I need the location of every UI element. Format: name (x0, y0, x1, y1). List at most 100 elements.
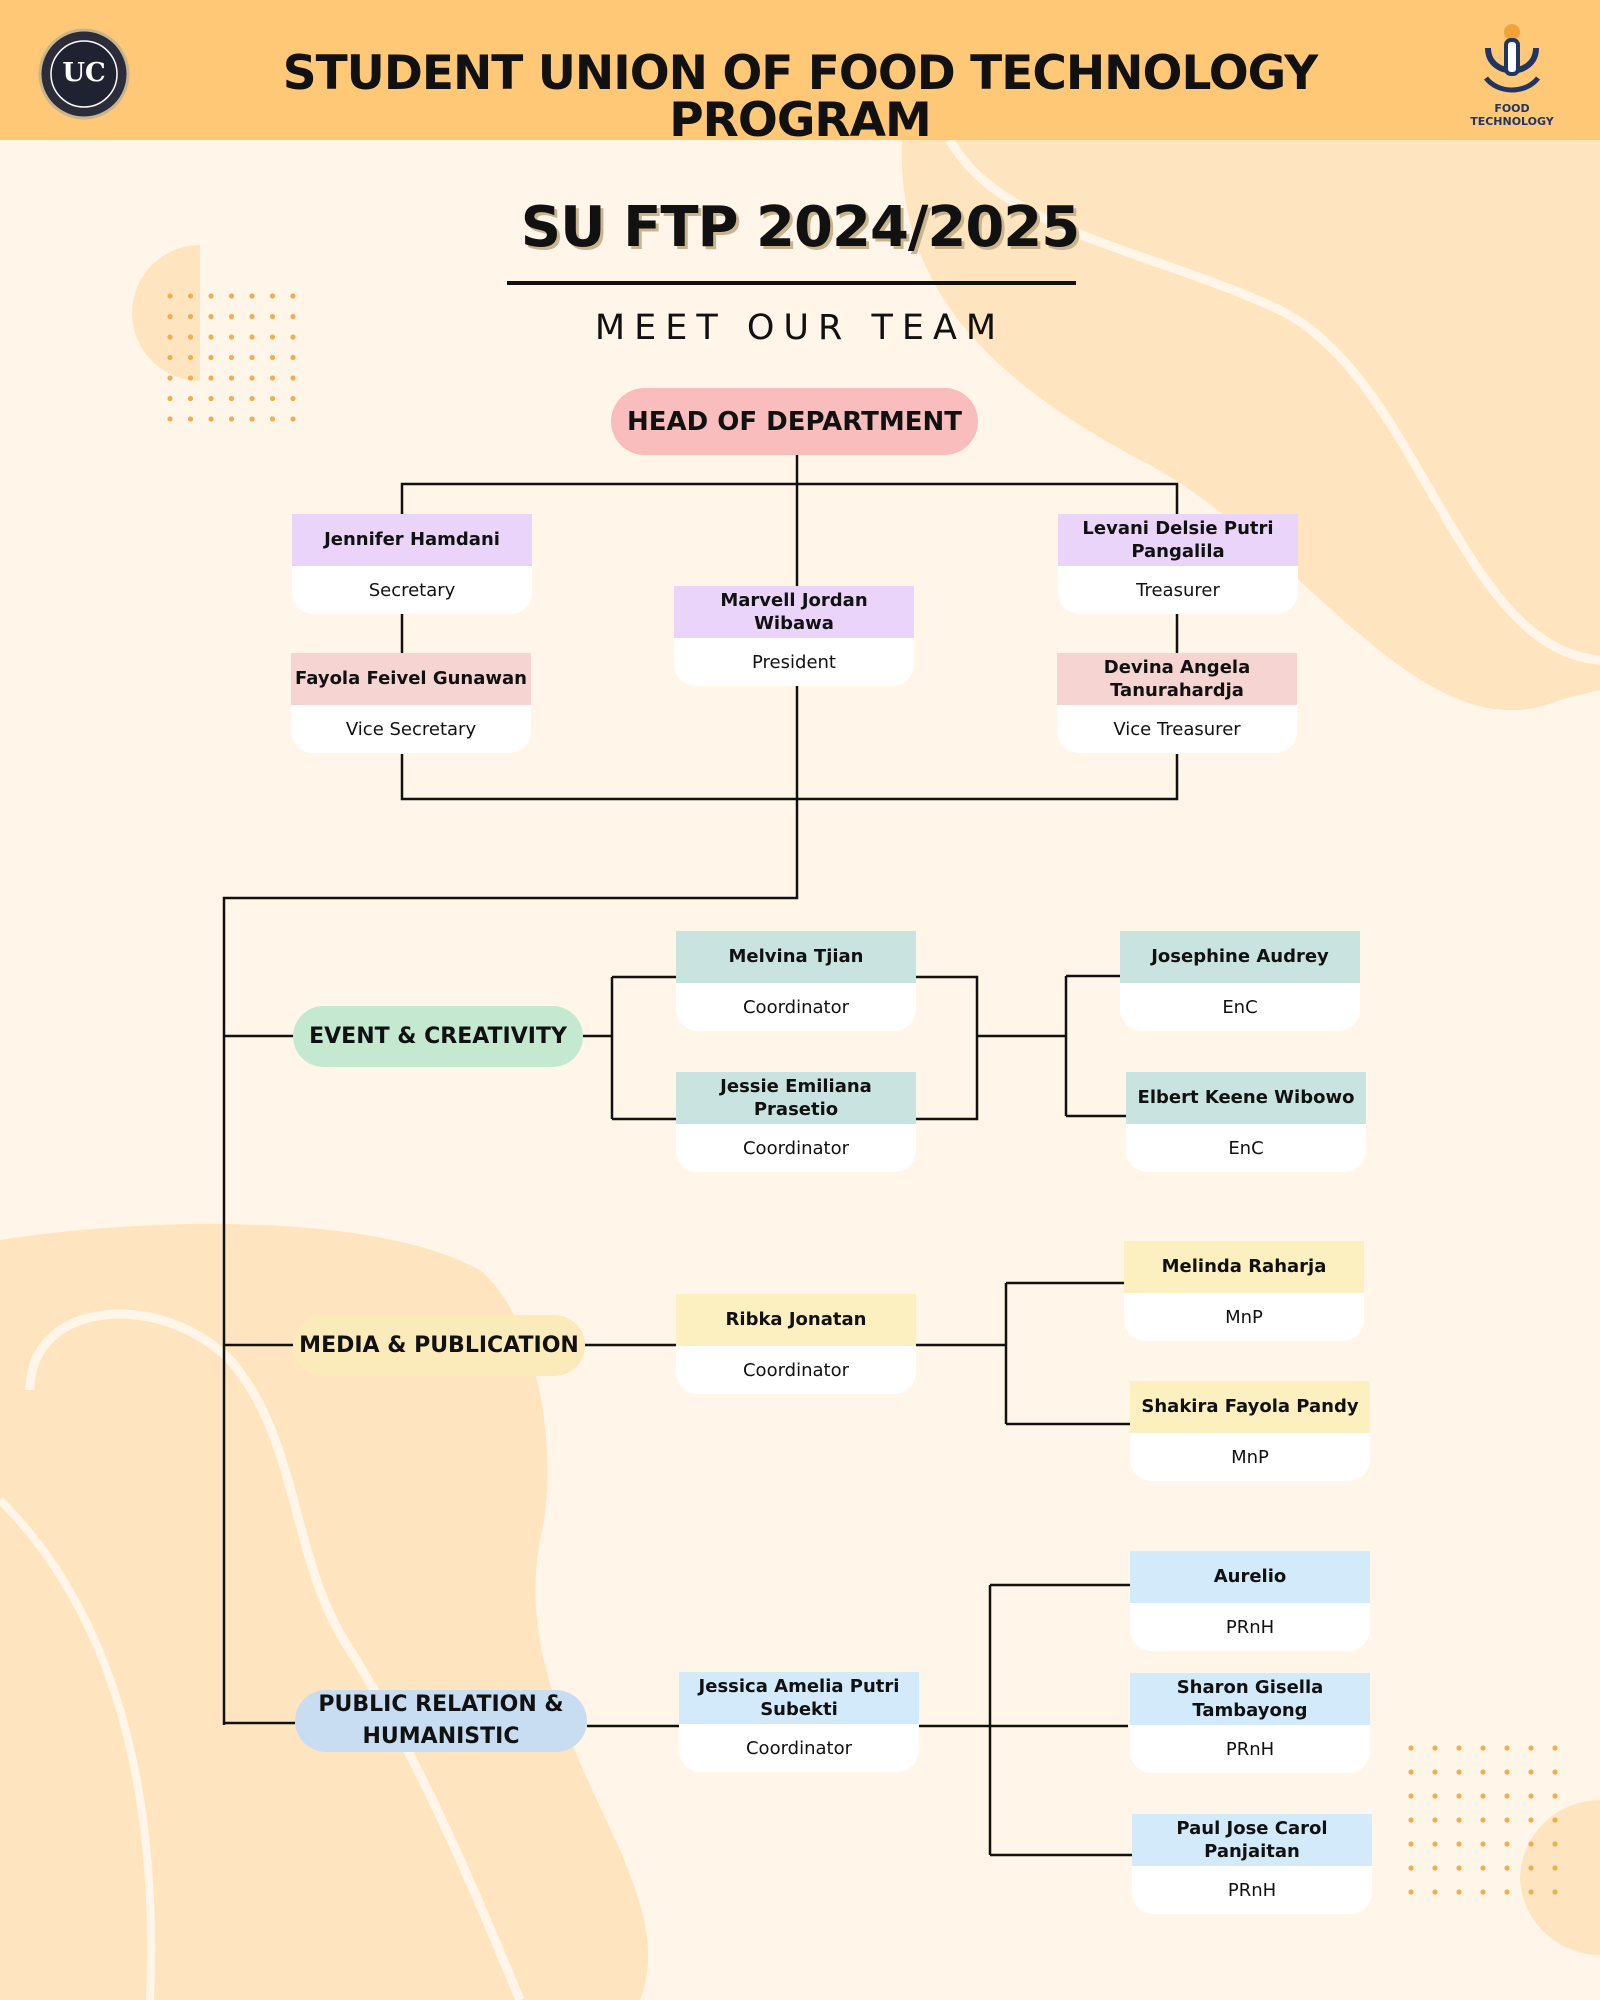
decorative-dot (269, 354, 276, 361)
member-role: Coordinator (679, 1724, 919, 1772)
decorative-dot (187, 354, 194, 361)
member-role: Secretary (292, 566, 532, 614)
decorative-dot (1480, 1841, 1486, 1847)
decorative-dot (1456, 1889, 1462, 1895)
food-technology-logo-text: FOOD TECHNOLOGY (1470, 102, 1554, 128)
decorative-dot (228, 395, 235, 402)
decorative-dot (167, 354, 173, 361)
member-name: Fayola Feivel Gunawan (291, 653, 531, 705)
decorative-dot (187, 395, 194, 402)
university-logo: UC (38, 28, 130, 120)
decorative-dot (228, 416, 235, 422)
member-role: Coordinator (676, 1124, 916, 1172)
secretary-card: Jennifer Hamdani Secretary (292, 514, 532, 614)
member-name: Elbert Keene Wibowo (1126, 1072, 1366, 1124)
decorative-dot (167, 375, 173, 381)
decorative-dot (249, 395, 255, 402)
decorative-dot (249, 416, 255, 422)
member-card: Paul Jose Carol Panjaitan PRnH (1132, 1814, 1372, 1914)
decorative-dot (1480, 1889, 1486, 1895)
decorative-dot (228, 334, 235, 340)
head-of-department-pill: HEAD OF DEPARTMENT (611, 388, 978, 455)
decorative-dot (1552, 1889, 1558, 1895)
decorative-dot (167, 395, 173, 402)
decorative-dot (269, 334, 276, 340)
decorative-dot (228, 293, 235, 299)
university-logo-text: UC (62, 58, 106, 88)
decorative-dot (1456, 1841, 1462, 1847)
decorative-dot (1456, 1745, 1462, 1751)
decorative-dot (290, 375, 296, 381)
decorative-dot (1504, 1817, 1510, 1823)
decorative-dot (290, 334, 296, 340)
decorative-dot (1408, 1793, 1414, 1799)
decorative-dot (1456, 1793, 1462, 1799)
member-name: Jessica Amelia Putri Subekti (679, 1672, 919, 1724)
decorative-dot (1408, 1889, 1414, 1895)
decorative-dot (1552, 1865, 1558, 1871)
member-name: Devina Angela Tanurahardja (1057, 653, 1297, 705)
decorative-dot (208, 375, 214, 381)
decorative-dot (1504, 1889, 1510, 1895)
decorative-dot (1432, 1745, 1438, 1751)
decorative-dot (1504, 1865, 1510, 1871)
decorative-dot (1528, 1817, 1534, 1823)
member-name: Jessie Emiliana Prasetio (676, 1072, 916, 1124)
decorative-dot (1408, 1745, 1414, 1751)
decorative-dot (208, 313, 214, 320)
page-subtitle: MEET OUR TEAM (594, 308, 1006, 348)
division-pill-media-publication: MEDIA & PUBLICATION (293, 1315, 585, 1376)
decorative-dot (1480, 1745, 1486, 1751)
member-role: PRnH (1130, 1603, 1370, 1651)
member-role: Coordinator (676, 1346, 916, 1394)
decorative-dot (1552, 1769, 1558, 1775)
decorative-dot (290, 395, 296, 402)
decorative-dot (290, 313, 296, 320)
decorative-dot (228, 313, 235, 320)
division-pill-public-relation-humanistic: PUBLIC RELATION & HUMANISTIC (295, 1690, 587, 1752)
member-role: Vice Secretary (291, 705, 531, 753)
member-role: EnC (1126, 1124, 1366, 1172)
member-role: MnP (1124, 1293, 1364, 1341)
decorative-dot (208, 293, 214, 299)
member-card: Sharon Gisella Tambayong PRnH (1130, 1673, 1370, 1773)
decorative-dot (167, 293, 173, 299)
decorative-dot (1408, 1769, 1414, 1775)
decorative-dot (269, 375, 276, 381)
member-role: President (674, 638, 914, 686)
decorative-dot (1528, 1865, 1534, 1871)
member-role: Treasurer (1058, 566, 1298, 614)
decorative-dot (1528, 1793, 1534, 1799)
decorative-dot (249, 334, 255, 340)
decorative-dot (1432, 1793, 1438, 1799)
decorative-dot (208, 334, 214, 340)
decorative-dot (167, 313, 173, 320)
decorative-dot (1408, 1841, 1414, 1847)
decorative-dot (1408, 1865, 1414, 1871)
wave-line-top-right (946, 137, 1600, 665)
decorative-dot (1432, 1865, 1438, 1871)
decorative-dot (1456, 1769, 1462, 1775)
decorative-dot (1480, 1793, 1486, 1799)
decorative-dot (187, 416, 194, 422)
decorative-dot (249, 313, 255, 320)
connector-pr-division (224, 1583, 1132, 1857)
circle-half-top-left (132, 245, 200, 381)
member-name: Melvina Tjian (676, 931, 916, 983)
dot-grid-bottom-right (1408, 1745, 1558, 1895)
wave-shape-top-right (901, 140, 1600, 711)
decorative-dot (269, 416, 276, 422)
decorative-dot (187, 293, 194, 299)
decorative-dot (1528, 1745, 1534, 1751)
member-card: Aurelio PRnH (1130, 1551, 1370, 1651)
decorative-dot (1552, 1841, 1558, 1847)
decorative-dot (1528, 1769, 1534, 1775)
member-card: Josephine Audrey EnC (1120, 931, 1360, 1031)
decorative-dot (1552, 1745, 1558, 1751)
decorative-dot (1432, 1841, 1438, 1847)
decorative-dot (167, 416, 173, 422)
decorative-dot (249, 293, 255, 299)
decorative-dot (1504, 1769, 1510, 1775)
